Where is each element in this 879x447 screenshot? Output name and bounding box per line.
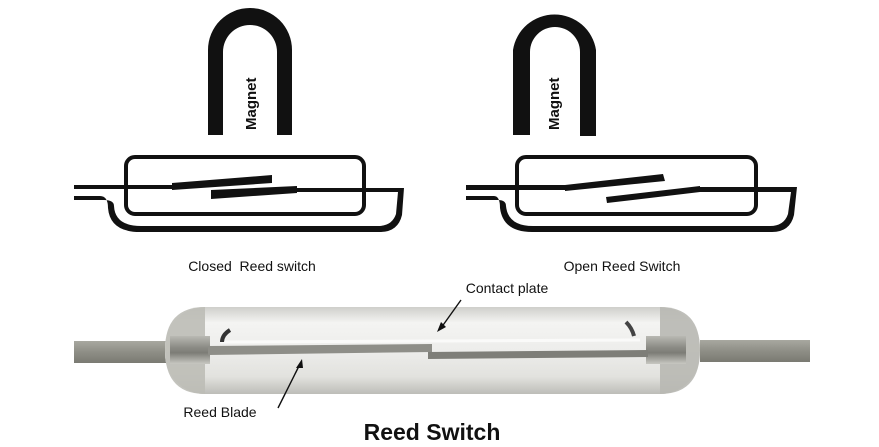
magnet-label: Magnet <box>546 77 563 130</box>
magnet-icon <box>513 14 596 137</box>
arrowhead-icon <box>437 322 446 332</box>
lead-left <box>74 341 174 363</box>
lead-right <box>700 340 810 362</box>
reed-blade-right <box>211 186 297 199</box>
open-switch-panel: Magnet Open Reed Switch <box>466 14 797 274</box>
lead-wire-top <box>74 185 172 189</box>
seal-right <box>646 336 686 364</box>
glass-shadow-right <box>624 320 636 337</box>
closed-caption: Closed Reed switch <box>188 258 316 274</box>
diagram-title: Reed Switch <box>364 419 501 445</box>
magnet-label: Magnet <box>243 77 260 130</box>
closed-switch-panel: Magnet Closed Reed switch <box>74 8 404 274</box>
contact-plate-arrow <box>440 299 462 329</box>
glass-shadow-left <box>220 328 232 343</box>
blade-left <box>208 344 432 355</box>
reed-blade-left <box>172 175 272 190</box>
reed-blade-lower <box>606 186 700 203</box>
contact-plate-label: Contact plate <box>466 280 549 296</box>
magnet-icon <box>208 8 292 135</box>
lead-wire-bottom <box>466 187 797 232</box>
reed-switch-photo: Contact plate Reed Blade <box>74 280 810 420</box>
open-caption: Open Reed Switch <box>564 258 681 274</box>
glass-tube <box>165 307 700 394</box>
lead-wire-bottom <box>74 188 404 232</box>
seal-left <box>170 336 210 364</box>
reed-blade-upper <box>565 174 665 191</box>
arrowhead-icon <box>296 359 303 368</box>
reed-blade-arrow <box>277 363 301 409</box>
glass-highlight <box>219 338 641 344</box>
lead-wire-top <box>466 185 565 190</box>
blade-right <box>428 350 648 359</box>
reed-blade-label: Reed Blade <box>183 404 256 420</box>
